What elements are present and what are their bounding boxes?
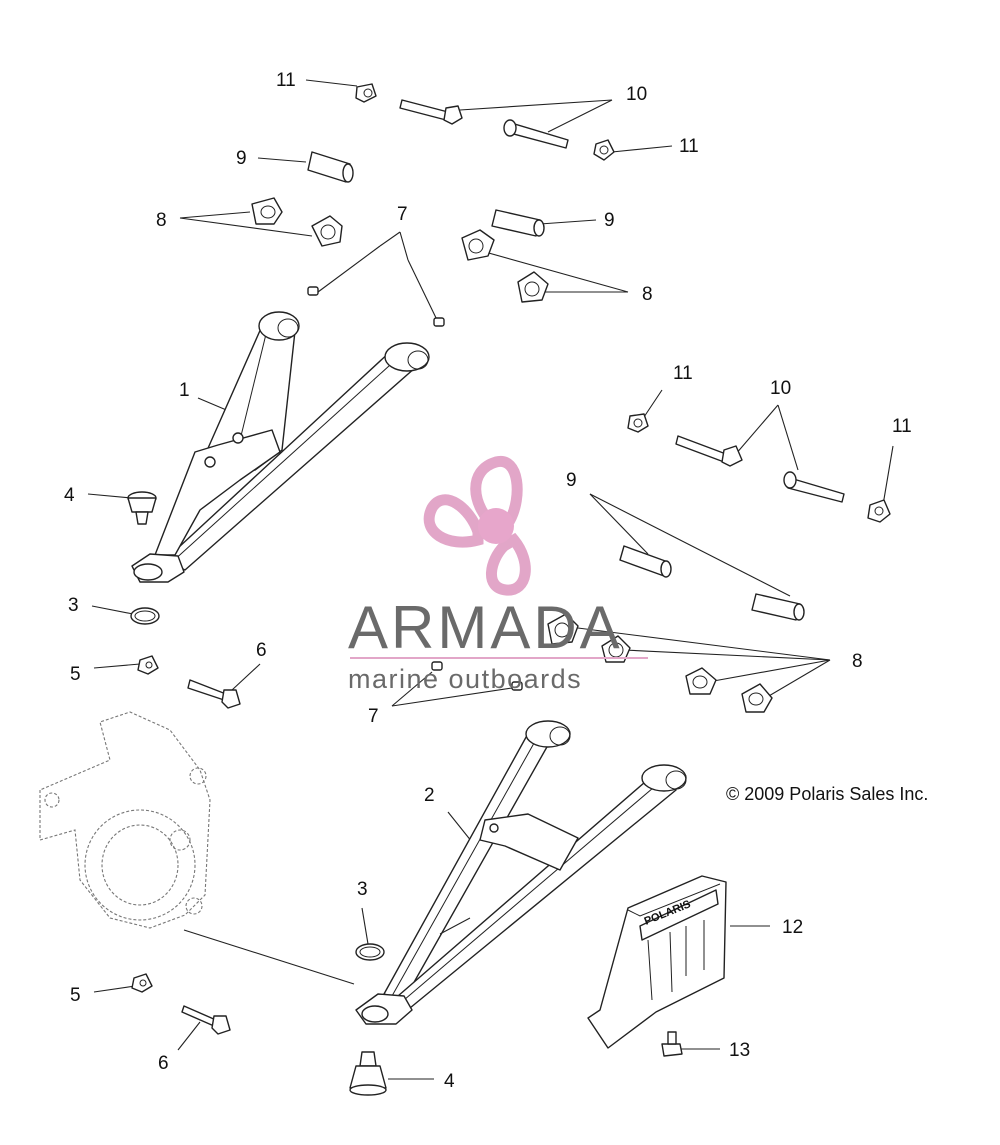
callout-6: 6 <box>256 640 267 661</box>
sleeve-9c <box>619 545 672 578</box>
callout-5: 5 <box>70 985 81 1006</box>
callout-11: 11 <box>892 416 912 437</box>
grease-fitting-7d <box>511 681 523 691</box>
callout-numbers: 11 10 11 9 8 7 9 8 1 11 10 11 4 9 3 6 5 … <box>64 70 912 1092</box>
callout-11: 11 <box>276 70 296 91</box>
callout-1: 1 <box>179 380 190 401</box>
callout-8: 8 <box>156 210 167 231</box>
bolt-10b <box>503 119 569 149</box>
bushing-8g <box>685 667 717 695</box>
leader-lines <box>87 79 894 1080</box>
watermark-title: ARMADA <box>348 594 623 661</box>
callout-10: 10 <box>626 84 647 105</box>
nut-11c <box>627 413 649 433</box>
callout-8: 8 <box>642 284 653 305</box>
bushing-8d <box>517 271 549 303</box>
nut-5b <box>131 973 153 993</box>
callout-2: 2 <box>424 785 435 806</box>
nut-5a <box>137 655 159 675</box>
bolt-10d <box>783 471 845 503</box>
sleeve-9a <box>307 151 354 183</box>
callout-3: 3 <box>357 879 368 900</box>
callout-13: 13 <box>729 1040 750 1061</box>
callout-11: 11 <box>679 136 699 157</box>
grease-fitting-7b <box>433 317 445 327</box>
callout-9: 9 <box>604 210 615 231</box>
sleeve-9b <box>491 209 545 237</box>
nut-11d <box>867 499 891 523</box>
sleeve-9d <box>751 593 805 621</box>
callout-3: 3 <box>68 595 79 616</box>
bolt-13 <box>661 1031 683 1057</box>
ball-joint-4b <box>349 1051 387 1096</box>
copyright-notice: © 2009 Polaris Sales Inc. <box>726 784 928 804</box>
bolt-6b <box>181 1005 231 1035</box>
grease-fitting-7a <box>307 286 319 296</box>
bushing-8e <box>547 613 579 645</box>
callout-4: 4 <box>444 1071 455 1092</box>
snap-ring-3a <box>130 607 160 625</box>
callout-9: 9 <box>236 148 247 169</box>
grease-fitting-7c <box>431 661 443 671</box>
callout-8: 8 <box>852 651 863 672</box>
lower-a-arm <box>355 720 687 1025</box>
steering-knuckle <box>39 711 211 929</box>
callout-7: 7 <box>397 204 408 225</box>
bushing-8b <box>311 215 343 247</box>
nut-11a <box>355 83 377 103</box>
bolt-10c <box>675 435 743 467</box>
bushing-8h <box>741 683 773 713</box>
bushing-8a <box>251 197 283 225</box>
propeller-logo-icon <box>423 456 531 596</box>
bolt-6a <box>187 679 241 709</box>
watermark-subtitle: marine outboards <box>348 664 582 694</box>
callout-10: 10 <box>770 378 791 399</box>
callout-6: 6 <box>158 1053 169 1074</box>
callout-5: 5 <box>70 664 81 685</box>
callout-7: 7 <box>368 706 379 727</box>
skid-plate: POLARIS <box>587 875 727 1049</box>
snap-ring-3b <box>355 943 385 961</box>
upper-a-arm <box>131 311 430 583</box>
watermark: ARMADA marine outboards <box>348 456 648 694</box>
bolt-10a <box>399 99 463 125</box>
callout-9: 9 <box>566 470 577 491</box>
callout-4: 4 <box>64 485 75 506</box>
ball-joint-4a <box>127 491 157 525</box>
callout-12: 12 <box>782 917 803 938</box>
nut-11b <box>593 139 615 161</box>
bushing-8c <box>461 229 495 261</box>
callout-11: 11 <box>673 363 693 384</box>
